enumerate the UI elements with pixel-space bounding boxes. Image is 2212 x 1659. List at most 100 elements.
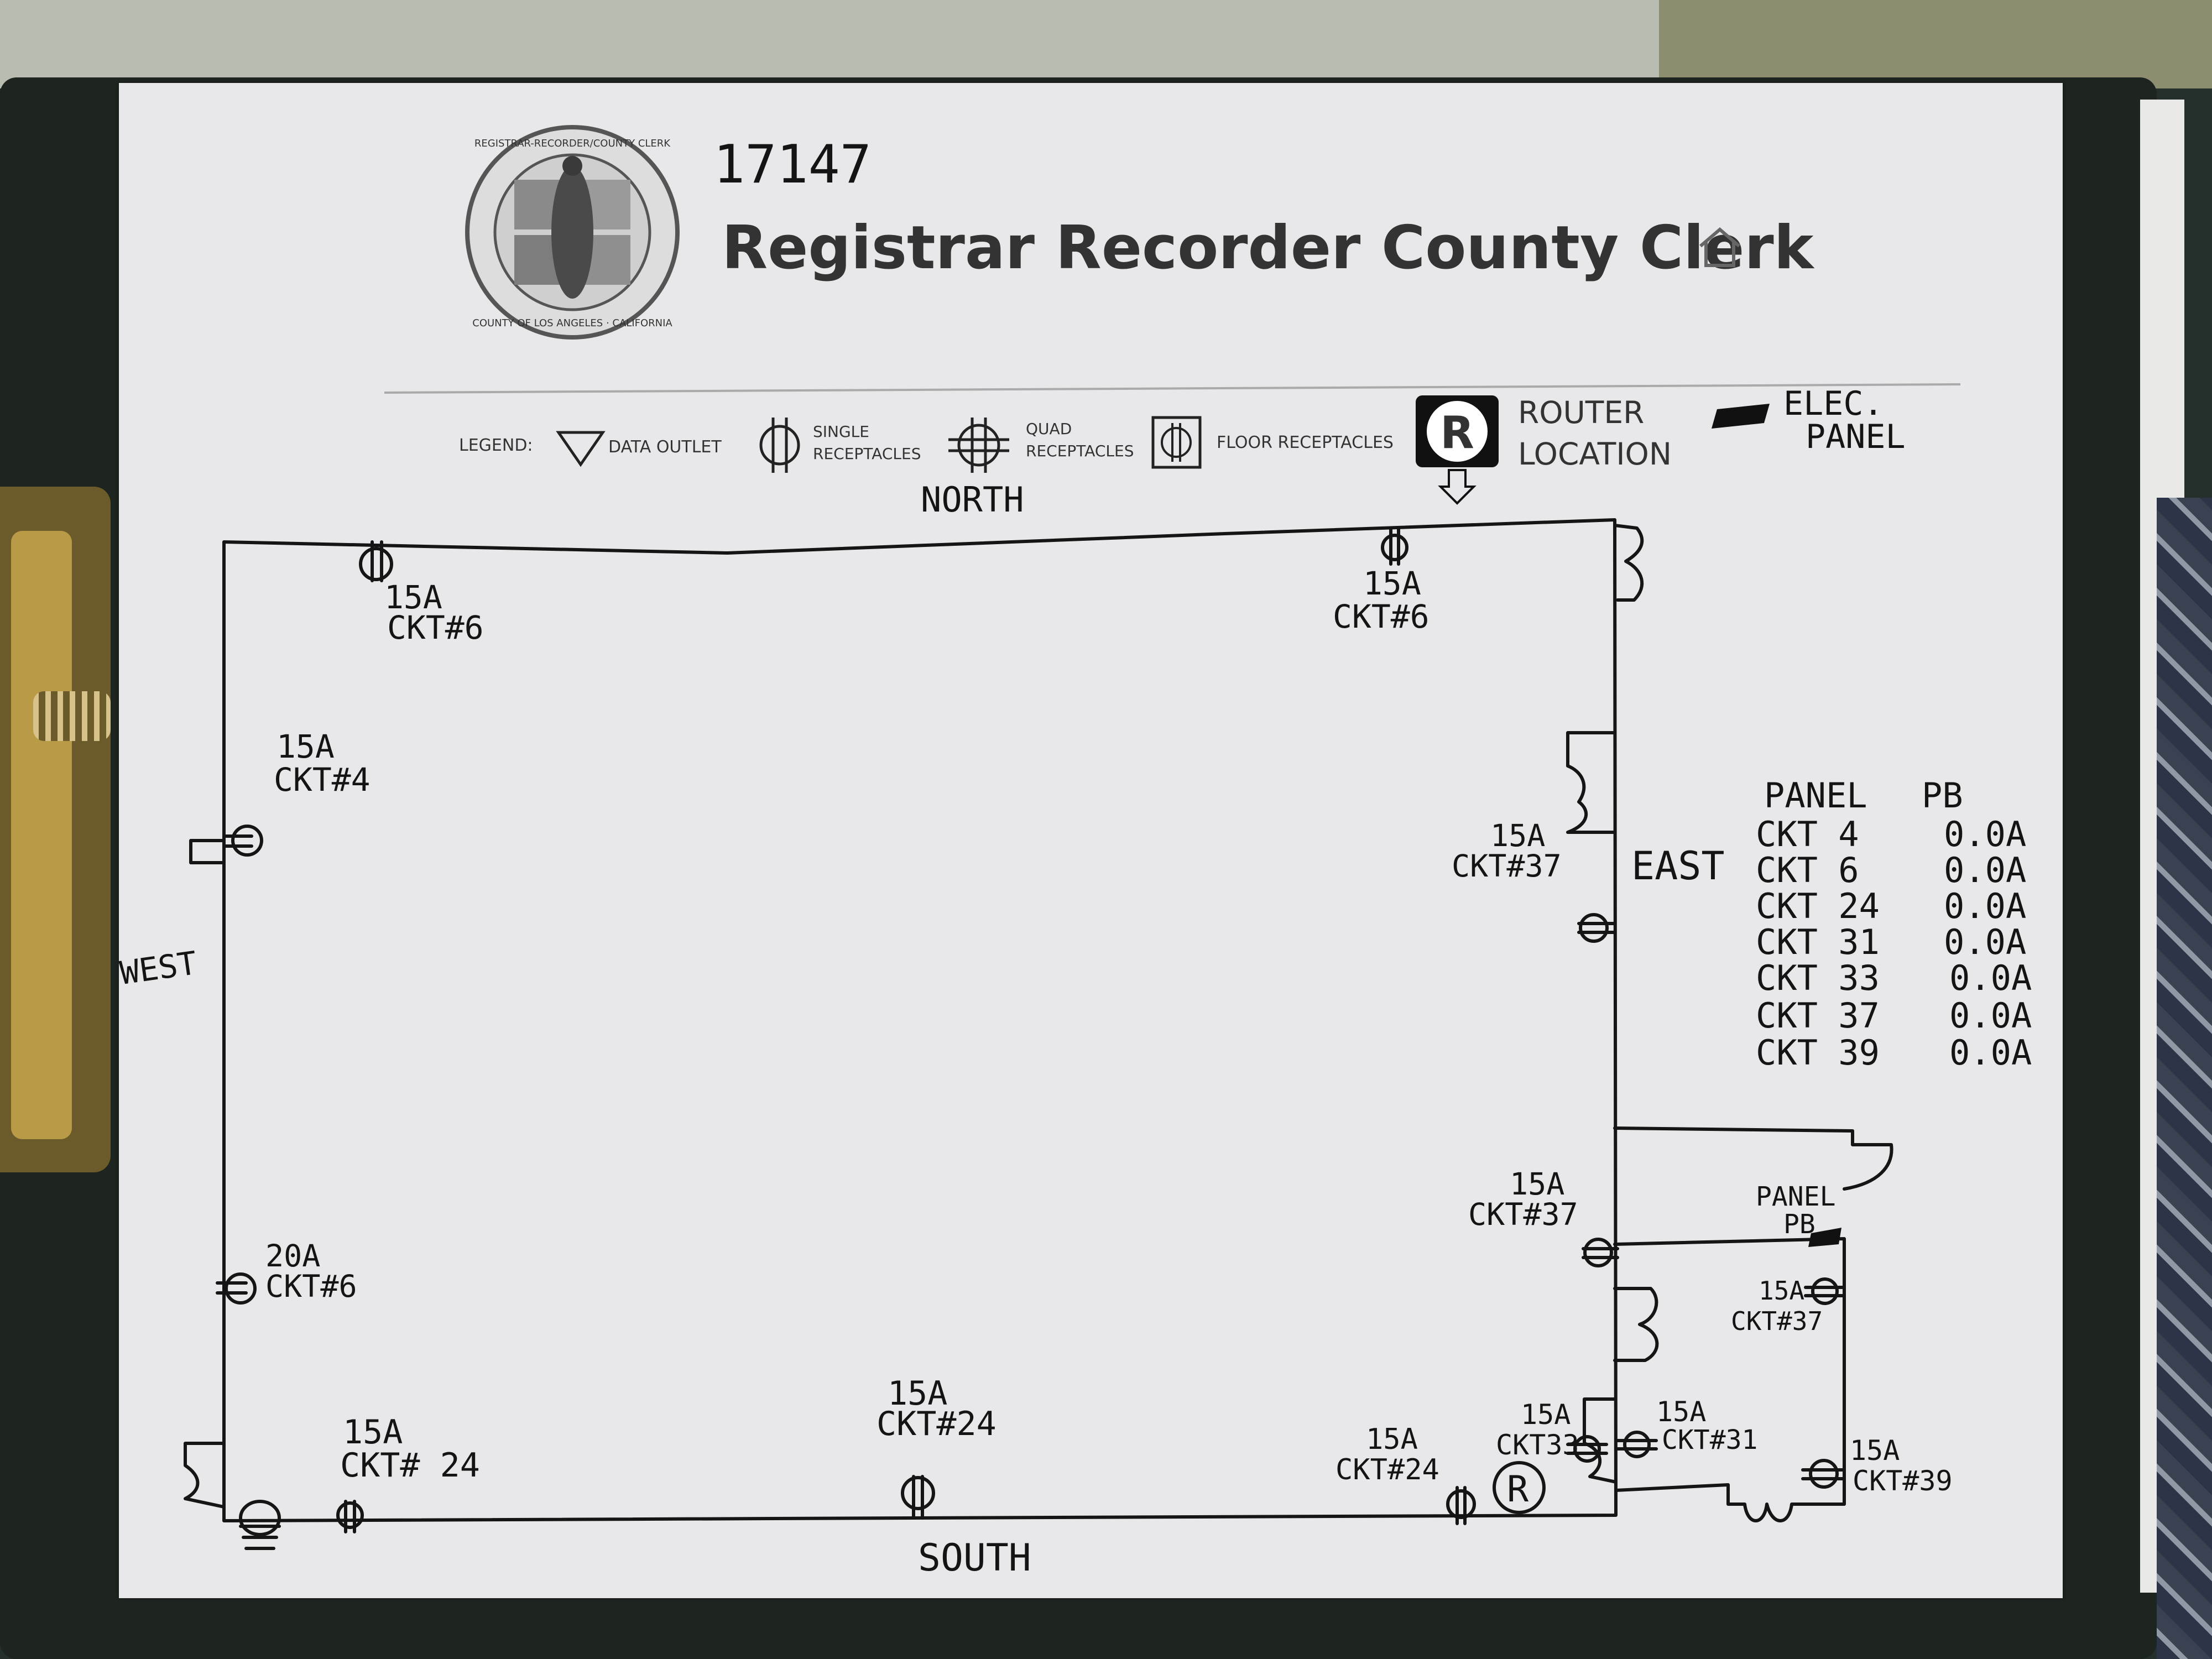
label-panel-room-2: PB	[1783, 1209, 1815, 1240]
label-e2-ckt: CKT#37	[1468, 1197, 1578, 1232]
router-icon: R	[1416, 395, 1499, 505]
receptacle-c33	[1566, 1435, 1608, 1463]
receptacle-w2	[216, 1272, 257, 1305]
home-icon	[1699, 227, 1740, 267]
label-n2-amps: 15A	[1363, 565, 1421, 602]
label-w2-ckt: CKT#6	[265, 1269, 357, 1304]
legend-single-2: RECEPTACLES	[813, 445, 921, 463]
receptacle-c31	[1616, 1431, 1658, 1458]
label-r39-amps: 15A	[1850, 1434, 1900, 1467]
receptacle-r39	[1801, 1459, 1846, 1489]
label-c31-ckt: CKT#31	[1662, 1425, 1757, 1455]
panel-row-amps: 0.0A	[1944, 814, 2026, 854]
panel-table-title-left: PANEL	[1764, 775, 1867, 816]
label-e1-ckt: CKT#37	[1452, 848, 1562, 884]
panel-row-ckt: CKT 37	[1756, 995, 1880, 1036]
floor-plan-sheet: REGISTRAR-RECORDER/COUNTY CLERK COUNTY O…	[117, 83, 2063, 1598]
legend-single-1: SINGLE	[813, 422, 869, 441]
receptacle-s3	[1446, 1486, 1476, 1525]
panel-row-ckt: CKT 4	[1756, 814, 1859, 854]
panel-table-row: CKT 33 0.0A	[1756, 958, 2032, 998]
panel-row-amps: 0.0A	[1944, 886, 2026, 926]
label-n1-amps: 15A	[384, 578, 442, 616]
router-symbol: R	[1440, 407, 1474, 458]
panel-table-row: CKT 37 0.0A	[1756, 995, 2032, 1036]
floor-box-sw	[239, 1500, 281, 1550]
label-w2-amps: 20A	[265, 1238, 320, 1274]
label-r37-amps: 15A	[1759, 1276, 1804, 1306]
panel-row-amps: 0.0A	[1944, 922, 2026, 962]
panel-row-amps: 0.0A	[1949, 995, 2032, 1036]
panel-row-ckt: CKT 33	[1756, 958, 1880, 998]
panel-row-amps: 0.0A	[1949, 958, 2032, 998]
panel-row-ckt: CKT 31	[1756, 922, 1880, 962]
panel-table-row: CKT 39 0.0A	[1756, 1032, 2032, 1073]
label-s2-amps: 15A	[888, 1374, 947, 1413]
legend-elec-2: PANEL	[1806, 418, 1906, 456]
panel-table-row: CKT 4 0.0A	[1756, 814, 2026, 854]
floor-receptacle-icon	[1151, 416, 1202, 469]
panel-pb-marker	[1808, 1228, 1841, 1247]
panel-table-title-right: PB	[1922, 775, 1963, 816]
panel-table-row: CKT 6 0.0A	[1756, 850, 2026, 890]
panel-row-ckt: CKT 6	[1756, 850, 1859, 890]
header-divider	[384, 383, 1961, 394]
label-w1-ckt: CKT#4	[274, 761, 371, 799]
single-receptacle-icon	[759, 418, 800, 473]
legend: LEGEND: DATA OUTLET SINGLE RECEPTACLES Q…	[459, 384, 1906, 505]
label-e1-amps: 15A	[1490, 818, 1545, 853]
document-number: 17147	[713, 134, 872, 195]
legend-router-2: LOCATION	[1518, 436, 1672, 472]
label-s2-ckt: CKT#24	[877, 1405, 997, 1443]
elec-panel-icon	[1712, 404, 1770, 429]
direction-south: SOUTH	[918, 1536, 1031, 1580]
background-wall	[1659, 0, 2212, 88]
outlet-labels: 15A CKT#6 15A CKT#6 15A CKT#4 20A CKT#6 …	[265, 565, 1953, 1497]
receptacle-s1	[336, 1500, 364, 1533]
seal-text-top: REGISTRAR-RECORDER/COUNTY CLERK	[474, 138, 671, 149]
label-r39-ckt: CKT#39	[1853, 1465, 1953, 1497]
receptacle-e1	[1577, 913, 1616, 943]
receptacle-w1	[222, 825, 263, 857]
label-s1-amps: 15A	[343, 1413, 403, 1452]
label-s1-ckt: CKT# 24	[340, 1446, 480, 1485]
binder-ring-bar	[11, 531, 72, 1139]
quad-receptacle-icon	[948, 418, 1009, 473]
data-outlet-icon	[556, 431, 606, 467]
label-c31-amps: 15A	[1656, 1396, 1706, 1428]
legend-label: LEGEND:	[459, 436, 533, 455]
legend-quad-1: QUAD	[1026, 420, 1072, 438]
router-location-sketch: R	[1493, 1461, 1546, 1514]
receptacle-r37	[1804, 1277, 1846, 1305]
receptacle-n2	[1381, 526, 1408, 566]
label-s3-ckt: CKT#24	[1335, 1453, 1439, 1486]
label-n1-ckt: CKT#6	[387, 609, 484, 646]
legend-elec-1: ELEC.	[1783, 384, 1884, 423]
label-w1-amps: 15A	[276, 728, 335, 765]
legend-quad-2: RECEPTACLES	[1026, 442, 1134, 460]
room-walls	[184, 518, 1893, 1522]
label-r37-ckt: CKT#37	[1731, 1306, 1823, 1336]
direction-north: NORTH	[921, 479, 1024, 520]
direction-east: EAST	[1631, 843, 1725, 889]
seal-text-bottom: COUNTY OF LOS ANGELES · CALIFORNIA	[472, 317, 672, 329]
receptacle-e2	[1582, 1238, 1619, 1267]
router-location-symbol: R	[1507, 1469, 1529, 1510]
panel-row-ckt: CKT 39	[1756, 1032, 1880, 1073]
label-s3-amps: 15A	[1366, 1423, 1418, 1456]
receptacle-s2	[901, 1475, 935, 1520]
label-c33-amps: 15A	[1521, 1399, 1571, 1431]
receptacle-n1	[359, 540, 393, 582]
county-seal-icon: REGISTRAR-RECORDER/COUNTY CLERK COUNTY O…	[465, 125, 680, 340]
label-c33-ckt: CKT33	[1496, 1429, 1579, 1461]
legend-floor: FLOOR RECEPTACLES	[1217, 433, 1394, 452]
direction-west: WEST	[119, 944, 199, 992]
legend-data-outlet: DATA OUTLET	[608, 437, 722, 457]
panel-row-amps: 0.0A	[1944, 850, 2026, 890]
binder-spring	[33, 691, 111, 741]
panel-table-row: CKT 31 0.0A	[1756, 922, 2026, 962]
floor-plan-drawing: REGISTRAR-RECORDER/COUNTY CLERK COUNTY O…	[117, 125, 2032, 1580]
panel-row-amps: 0.0A	[1949, 1032, 2032, 1073]
